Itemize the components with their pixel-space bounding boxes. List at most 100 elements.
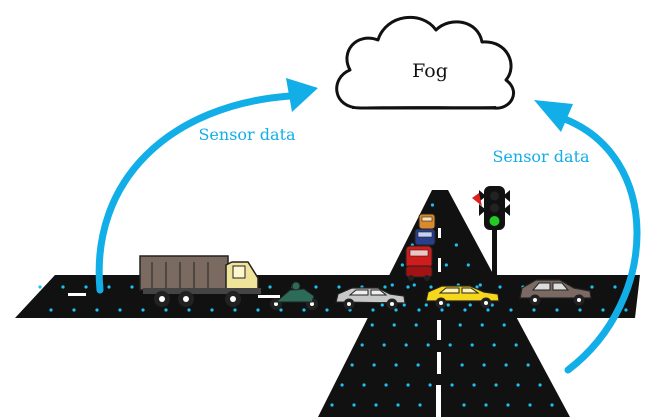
silver-car-icon bbox=[335, 287, 406, 310]
right-arrowhead bbox=[534, 100, 573, 132]
sensor-dot bbox=[416, 363, 420, 367]
sensor-dot bbox=[374, 403, 378, 407]
sensor-dot bbox=[370, 323, 374, 327]
right-arrow-label: Sensor data bbox=[492, 147, 590, 166]
sensor-dot bbox=[210, 308, 214, 312]
sensor-dot bbox=[362, 383, 366, 387]
sensor-dot bbox=[516, 383, 520, 387]
sensor-dot bbox=[130, 285, 134, 289]
sensor-dot bbox=[463, 308, 467, 312]
sensor-dot bbox=[506, 403, 510, 407]
sensor-dot bbox=[371, 308, 375, 312]
sensor-dot bbox=[330, 403, 334, 407]
sensor-dot bbox=[337, 285, 341, 289]
left-arrow-label: Sensor data bbox=[198, 125, 296, 144]
sensor-dot bbox=[406, 285, 410, 289]
dump-truck-icon bbox=[139, 255, 261, 307]
sensor-dot bbox=[302, 308, 306, 312]
cloud-icon: Fog bbox=[335, 15, 515, 110]
sensor-dot bbox=[314, 285, 318, 289]
sensor-dot bbox=[400, 263, 404, 267]
sensor-dot bbox=[382, 343, 386, 347]
sensor-dot bbox=[404, 343, 408, 347]
sensor-dot bbox=[482, 363, 486, 367]
sensor-dot bbox=[555, 308, 559, 312]
sensor-dot bbox=[450, 383, 454, 387]
sensor-dot bbox=[613, 285, 617, 289]
sensor-dot bbox=[460, 363, 464, 367]
right-sensor-arrow bbox=[558, 114, 641, 374]
sensor-dot bbox=[406, 383, 410, 387]
sensor-dot bbox=[446, 303, 450, 307]
sensor-dot bbox=[350, 363, 354, 367]
orange-car-icon bbox=[418, 213, 436, 230]
sensor-dot bbox=[440, 308, 444, 312]
motorcycle-icon bbox=[270, 281, 318, 310]
sensor-dot bbox=[601, 308, 605, 312]
sensor-dot bbox=[418, 403, 422, 407]
sensor-dot bbox=[402, 303, 406, 307]
sensor-dot bbox=[384, 383, 388, 387]
sensor-dot bbox=[468, 303, 472, 307]
red-car-icon bbox=[405, 245, 433, 281]
yellow-car-icon bbox=[425, 285, 500, 309]
sensor-dot bbox=[486, 308, 490, 312]
sensor-dot bbox=[509, 308, 513, 312]
sensor-dot bbox=[490, 303, 494, 307]
sensor-dot bbox=[107, 285, 111, 289]
sensor-dot bbox=[448, 343, 452, 347]
sensor-dot bbox=[504, 363, 508, 367]
sensor-dot bbox=[394, 308, 398, 312]
sensor-dot bbox=[164, 308, 168, 312]
sensor-dot bbox=[394, 363, 398, 367]
sensor-dot bbox=[412, 283, 416, 287]
sensor-dot bbox=[624, 308, 628, 312]
sensor-dot bbox=[118, 308, 122, 312]
sensor-dot bbox=[352, 403, 356, 407]
sensor-dot bbox=[502, 323, 506, 327]
sensor-dot bbox=[492, 343, 496, 347]
sensor-dot bbox=[187, 308, 191, 312]
sensor-dot bbox=[472, 383, 476, 387]
sensor-dot bbox=[417, 308, 421, 312]
brown-car-icon bbox=[519, 279, 592, 306]
sensor-dot bbox=[256, 308, 260, 312]
sensor-dot bbox=[494, 383, 498, 387]
sensor-dot bbox=[484, 403, 488, 407]
sensor-dot bbox=[268, 285, 272, 289]
sensor-dot bbox=[454, 243, 458, 247]
sensor-dot bbox=[392, 323, 396, 327]
sensor-dot bbox=[428, 383, 432, 387]
sensor-dot bbox=[478, 283, 482, 287]
sensor-dot bbox=[372, 363, 376, 367]
sensor-dot bbox=[141, 308, 145, 312]
sensor-dot bbox=[396, 403, 400, 407]
cloud-label: Fog bbox=[412, 60, 448, 82]
sensor-dot bbox=[426, 343, 430, 347]
sensor-dot bbox=[532, 308, 536, 312]
sensor-dot bbox=[458, 323, 462, 327]
sensor-dot bbox=[526, 363, 530, 367]
sensor-dot bbox=[49, 308, 53, 312]
sensor-dot bbox=[360, 343, 364, 347]
sensor-dot bbox=[72, 308, 76, 312]
sensor-dot bbox=[383, 285, 387, 289]
sensor-dot bbox=[340, 383, 344, 387]
sensor-dot bbox=[470, 343, 474, 347]
sensor-dot bbox=[498, 285, 502, 289]
sensor-dot bbox=[95, 308, 99, 312]
sensor-dot bbox=[325, 308, 329, 312]
sensor-dot bbox=[578, 308, 582, 312]
sensor-dot bbox=[414, 323, 418, 327]
sensor-dot bbox=[480, 323, 484, 327]
sensor-dot bbox=[590, 285, 594, 289]
sensor-dot bbox=[538, 383, 542, 387]
sensor-dot bbox=[38, 285, 42, 289]
sensor-dot bbox=[430, 203, 435, 207]
traffic-light-icon bbox=[472, 186, 510, 280]
sensor-dot bbox=[475, 285, 479, 289]
sensor-dot bbox=[514, 343, 518, 347]
sensor-dot bbox=[550, 403, 554, 407]
left-arrowhead bbox=[286, 78, 318, 112]
